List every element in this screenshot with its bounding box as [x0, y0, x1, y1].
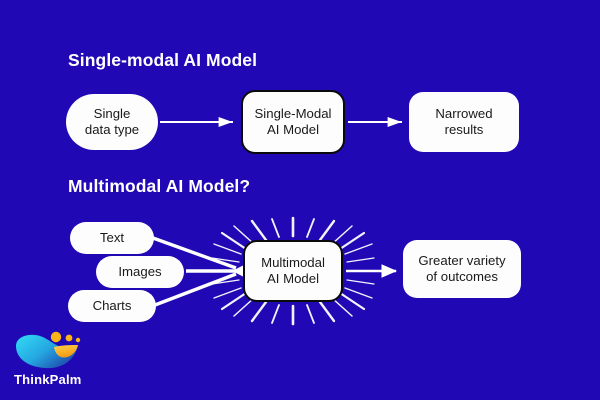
node-label: Text: [99, 229, 125, 245]
node-label: Single-Modal AI Model: [254, 105, 332, 137]
node-input-charts[interactable]: Charts: [68, 290, 156, 322]
thinkpalm-logo-icon: [16, 331, 81, 369]
page-title-multimodal: Multimodal AI Model?: [68, 176, 251, 196]
node-label: Multimodal AI Model: [261, 254, 325, 286]
page-title-single-modal: Single-modal AI Model: [68, 50, 258, 70]
node-narrowed-results[interactable]: Narrowed results: [409, 92, 519, 152]
node-input-images[interactable]: Images: [96, 256, 184, 288]
node-label: Images: [118, 263, 162, 279]
node-label: Single data type: [84, 105, 140, 137]
node-input-text[interactable]: Text: [70, 222, 154, 254]
node-single-modal-ai-model[interactable]: Single-Modal AI Model: [241, 90, 345, 154]
brand-name: ThinkPalm: [14, 372, 82, 387]
node-greater-variety-of-outcomes[interactable]: Greater variety of outcomes: [403, 240, 521, 298]
node-multimodal-ai-model[interactable]: Multimodal AI Model: [243, 240, 343, 302]
node-label: Charts: [92, 297, 132, 313]
node-label: Narrowed results: [435, 105, 493, 137]
node-label: Greater variety of outcomes: [418, 252, 506, 284]
node-single-data-type[interactable]: Single data type: [66, 94, 158, 150]
brand-logo: ThinkPalm: [8, 330, 104, 394]
